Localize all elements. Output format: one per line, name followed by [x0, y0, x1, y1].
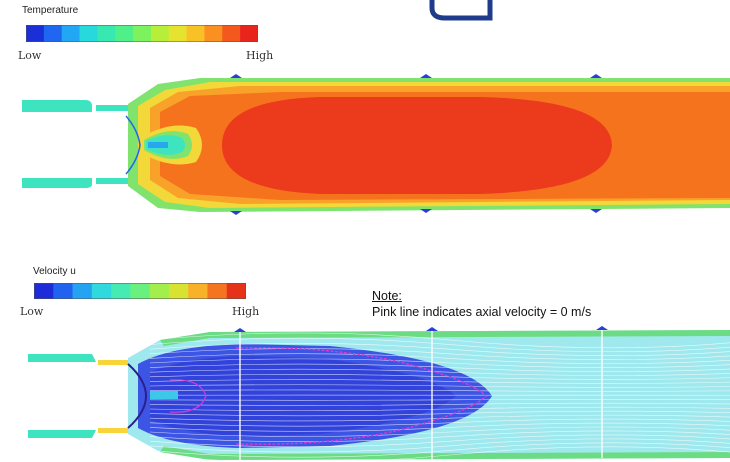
streamline: [149, 446, 730, 462]
temperature-colorbar-title: Temperature: [22, 5, 79, 16]
streamline: [149, 442, 730, 458]
lower-inlet-stub: [96, 178, 128, 184]
streamline: [149, 332, 730, 349]
streamline: [149, 438, 730, 453]
colorbar-segment: [91, 283, 112, 299]
colorbar-segment: [97, 25, 116, 42]
velocity-colorbar: [34, 283, 246, 299]
colorbar-segment: [43, 25, 63, 42]
colorbar-segment: [130, 283, 151, 299]
colorbar-segment: [240, 25, 258, 42]
temperature-low-label: Low: [18, 49, 42, 62]
streamline: [149, 402, 730, 406]
streamline: [149, 358, 730, 368]
colorbar-segment: [149, 283, 170, 299]
colorbar-segment: [226, 283, 246, 299]
colorbar-segment: [34, 283, 54, 299]
upper-inlet-pipe-velocity: [28, 354, 96, 362]
streamline: [149, 389, 730, 392]
streamline: [149, 430, 730, 442]
colorbar-segment: [168, 283, 189, 299]
colorbar-segment: [133, 25, 152, 42]
streamline: [149, 406, 730, 411]
lower-inlet-pipe: [22, 178, 92, 188]
upper-inlet-stub: [96, 105, 128, 111]
streamline: [149, 379, 730, 384]
streamline: [149, 353, 730, 364]
streamline: [149, 434, 730, 448]
colorbar-segment: [111, 283, 131, 299]
colorbar-segment: [26, 25, 45, 42]
colorbar-segment: [204, 25, 223, 42]
colorbar-segment: [53, 283, 74, 299]
hot-core-region: [222, 97, 612, 194]
colorbar-segment: [115, 25, 134, 42]
streamline: [149, 348, 730, 360]
velocity-colorbar-title: Velocity u: [33, 266, 76, 277]
velocity-low-label: Low: [20, 305, 44, 318]
streamline: [149, 337, 730, 353]
streamline: [149, 368, 730, 376]
streamline: [149, 343, 730, 356]
streamline: [149, 410, 730, 417]
streamline: [149, 426, 730, 437]
colorbar-segment: [186, 25, 205, 42]
colorbar-segment: [61, 25, 81, 42]
streamline: [149, 422, 730, 432]
streamline: [149, 398, 730, 401]
temperature-colorbar: [26, 25, 258, 42]
streamline: [149, 414, 730, 422]
colorbar-segment: [150, 25, 170, 42]
colorbar-segment: [72, 283, 93, 299]
temperature-high-label: High: [246, 49, 274, 62]
streamline: [149, 384, 730, 388]
streamline: [149, 363, 730, 372]
upper-inlet-pipe: [22, 100, 92, 112]
colorbar-segment: [79, 25, 98, 42]
lower-inlet-pipe-velocity: [28, 430, 96, 438]
colorbar-segment: [188, 283, 208, 299]
colorbar-segment: [168, 25, 188, 42]
colorbar-segment: [222, 25, 241, 42]
velocity-high-label: High: [232, 305, 260, 318]
note-title: Note:: [372, 289, 402, 303]
note-text: Pink line indicates axial velocity = 0 m…: [372, 305, 592, 319]
zero-velocity-line: [235, 347, 487, 445]
streamline: [149, 418, 730, 427]
colorbar-segment: [207, 283, 228, 299]
